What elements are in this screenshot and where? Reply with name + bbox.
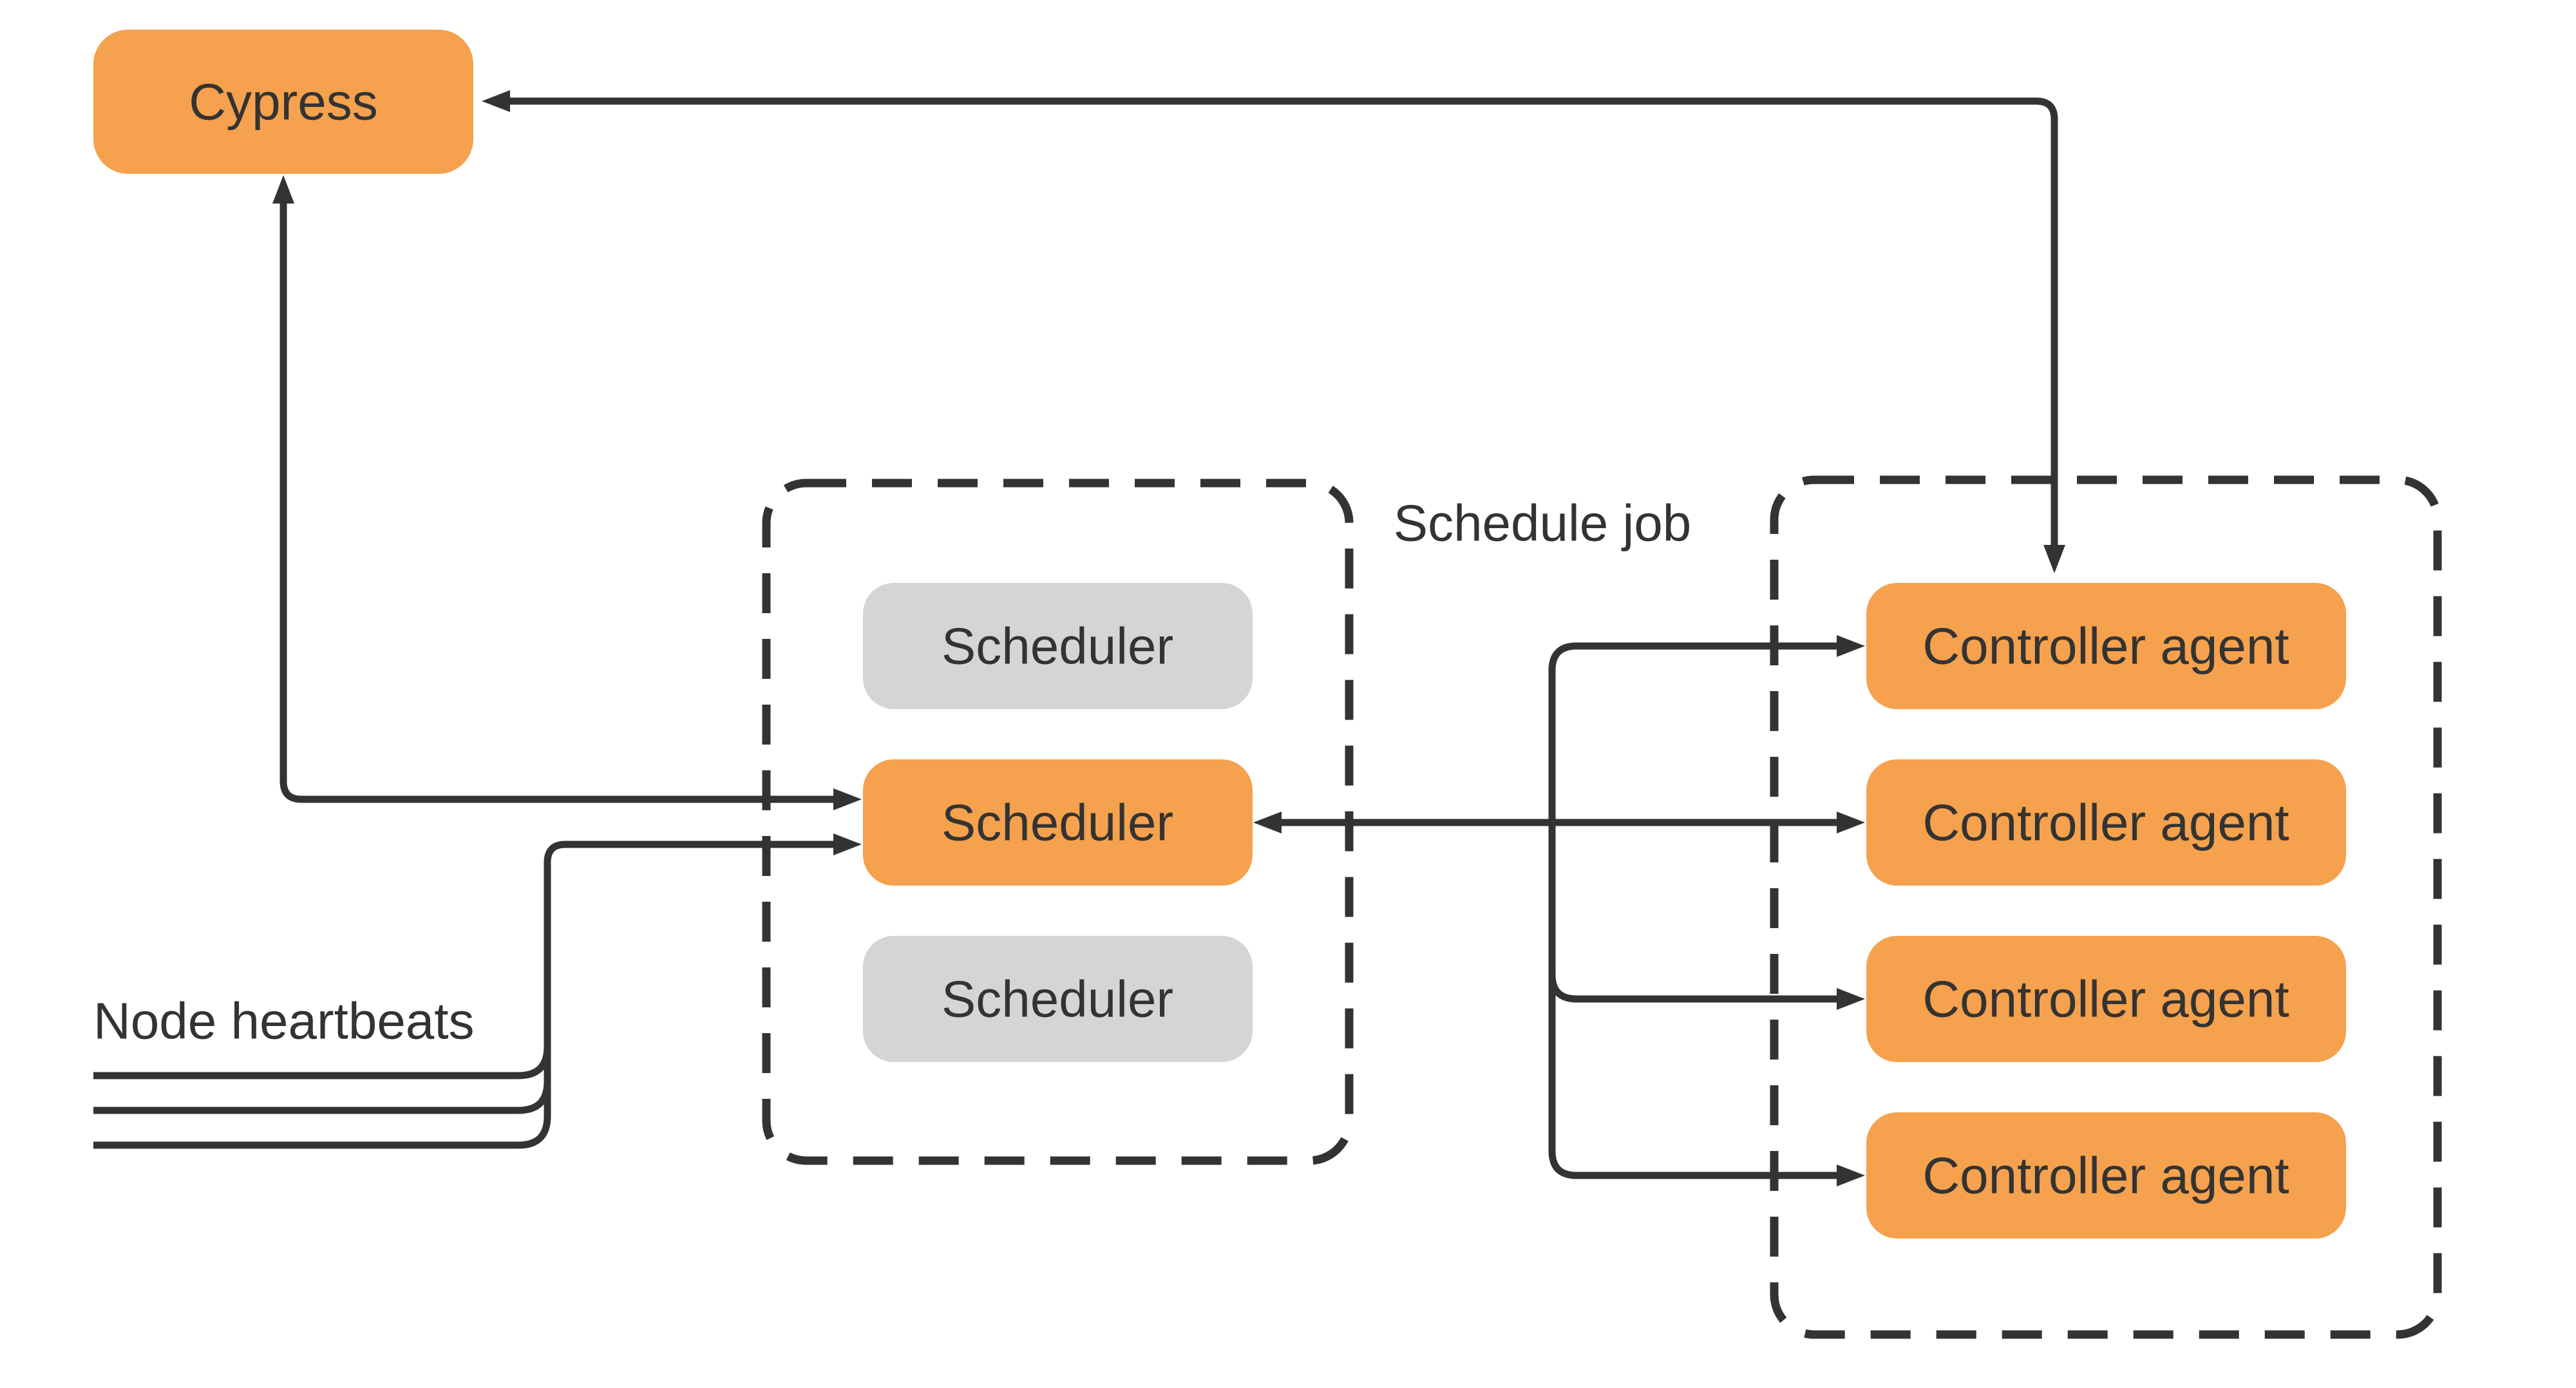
heartbeat-riser-to-scheduler	[544, 833, 862, 1116]
controller-agent-box-3	[1866, 936, 2346, 1062]
cypress-label: Cypress	[189, 73, 377, 131]
heartbeat-line-3	[93, 1116, 551, 1149]
controller-agent-node-2: Controller agent	[1866, 759, 2346, 886]
edge-cypress-to-scheduler	[272, 175, 862, 810]
controller-agent-node-1: Controller agent	[1866, 583, 2346, 709]
controller-agent-box-2	[1866, 759, 2346, 886]
scheduler-node-1: Scheduler	[863, 583, 1253, 709]
scheduler-box-2	[863, 759, 1253, 886]
controller-agent-node-3: Controller agent	[1866, 936, 2346, 1062]
controller-agent-label-4: Controller agent	[1922, 1147, 2289, 1204]
controller-agent-label-3: Controller agent	[1922, 971, 2289, 1028]
scheduler-box-1	[863, 583, 1253, 709]
scheduler-node-3: Scheduler	[863, 936, 1253, 1062]
scheduler-box-3	[863, 936, 1253, 1062]
edge-fanout-to-agent-3	[1548, 974, 1865, 1010]
controller-agent-box-4	[1866, 1112, 2346, 1239]
edge-agent-to-cypress	[482, 90, 2065, 573]
controller-agent-node-4: Controller agent	[1866, 1112, 2346, 1239]
controller-agent-label-1: Controller agent	[1922, 618, 2289, 675]
controller-agent-box-1	[1866, 583, 2346, 709]
edge-fanout-to-agent-4	[1548, 822, 1865, 1186]
controller-group-border	[1770, 475, 2442, 1339]
heartbeat-line-1	[93, 1046, 551, 1079]
controller-agent-label-2: Controller agent	[1922, 794, 2289, 851]
cypress-node: Cypress	[93, 30, 473, 174]
scheduler-node-2-active: Scheduler	[863, 759, 1253, 886]
scheduler-label-2: Scheduler	[942, 794, 1173, 851]
scheduler-group-border	[762, 479, 1354, 1165]
heartbeat-line-2	[93, 1081, 551, 1114]
scheduler-label-3: Scheduler	[942, 971, 1173, 1028]
scheduler-label-1: Scheduler	[942, 618, 1173, 675]
edge-fanout-to-agent-1	[1548, 635, 1865, 822]
cypress-box	[93, 30, 473, 174]
node-heartbeats-label: Node heartbeats	[93, 993, 475, 1050]
schedule-job-label: Schedule job	[1394, 495, 1692, 552]
